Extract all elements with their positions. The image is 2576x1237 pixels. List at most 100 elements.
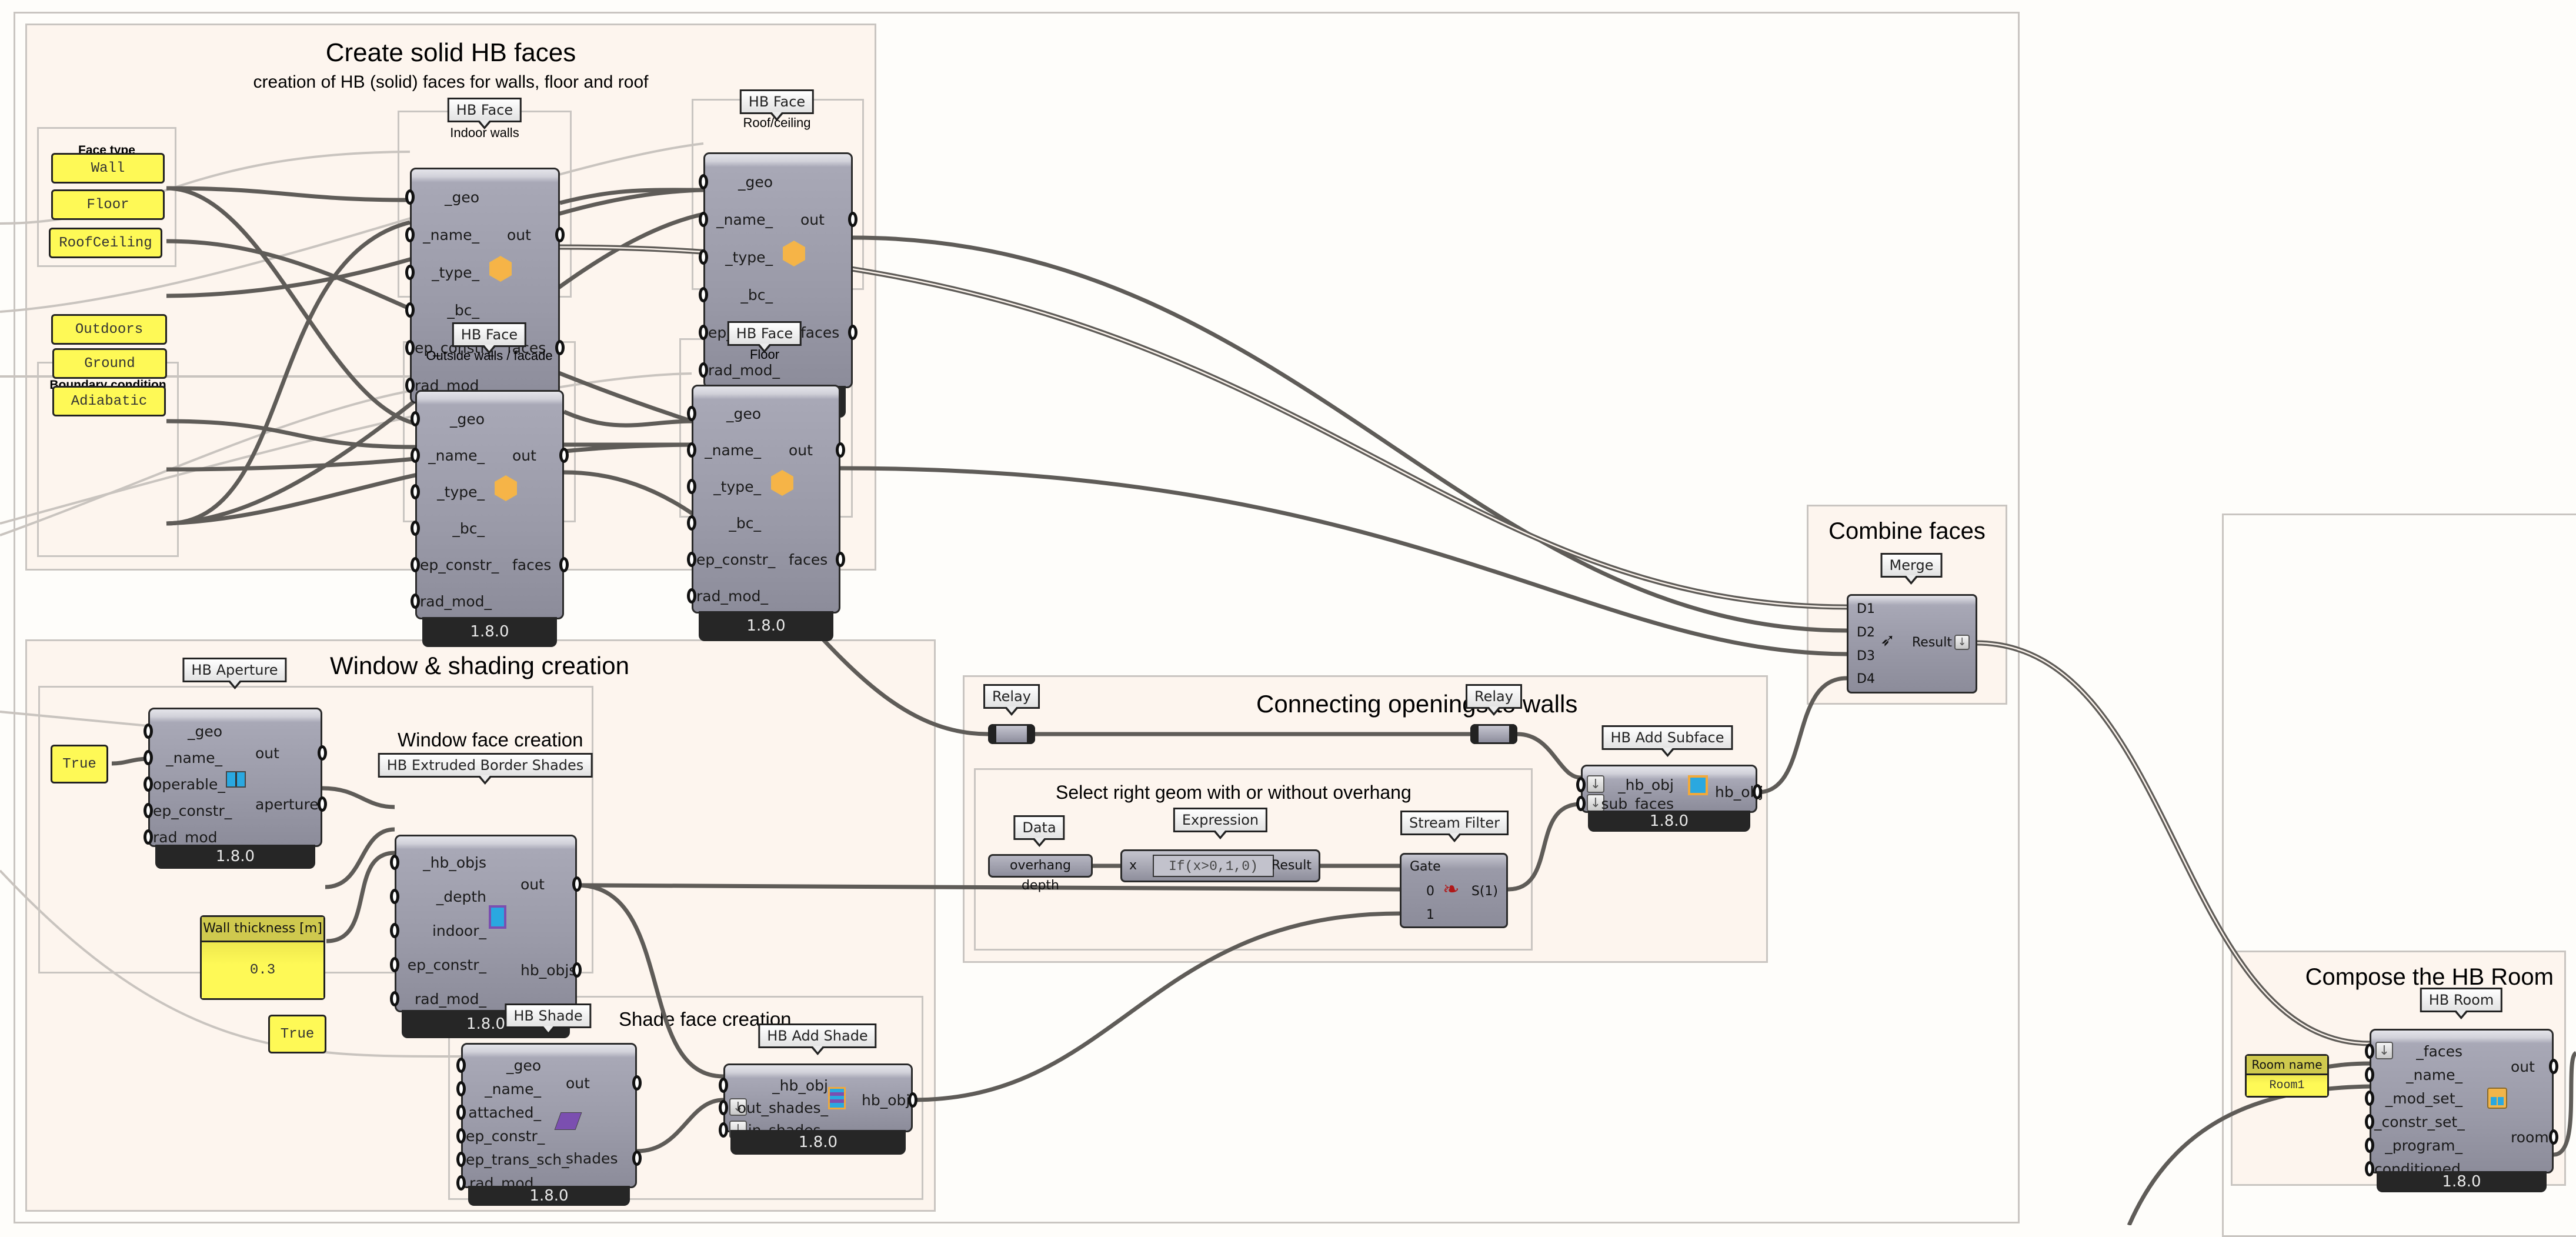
node-hb-shade[interactable]: _geo_name_attached_ep_constr_ep_trans_sc…: [456, 1043, 642, 1206]
input-grip[interactable]: [456, 1057, 466, 1073]
input-grip[interactable]: [699, 324, 708, 340]
input-grip[interactable]: [411, 520, 420, 536]
input-grip[interactable]: [456, 1151, 466, 1167]
panel-room-name[interactable]: Room name Room1: [2245, 1054, 2329, 1098]
flatten-arrow-icon[interactable]: ↓: [2375, 1041, 2393, 1059]
input-grip[interactable]: [2365, 1113, 2374, 1129]
output-grip[interactable]: [555, 226, 565, 242]
node-merge[interactable]: D1 D2 D3 D4 ➶ Result ↓: [1847, 594, 1977, 693]
input-grip[interactable]: [144, 776, 153, 792]
output-grip[interactable]: [848, 211, 857, 227]
input-grip[interactable]: [390, 956, 399, 972]
input-grip[interactable]: [390, 922, 399, 938]
input-grip[interactable]: [719, 1077, 728, 1093]
component-body[interactable]: [415, 390, 564, 619]
input-grip[interactable]: [2365, 1066, 2374, 1082]
input-grip[interactable]: [2365, 1161, 2374, 1176]
input-grip[interactable]: [144, 829, 153, 845]
node-hb-room[interactable]: ↓_faces_name__mod_set__constr_set__progr…: [2365, 1029, 2558, 1192]
relay-2[interactable]: [1470, 724, 1517, 744]
output-grip[interactable]: [836, 551, 845, 567]
input-grip[interactable]: [719, 1122, 728, 1138]
output-grip[interactable]: [555, 339, 565, 355]
output-grip[interactable]: [848, 324, 857, 340]
panel-ground[interactable]: Ground: [52, 348, 167, 379]
input-grip[interactable]: [699, 174, 708, 189]
node-expression[interactable]: x If(x>0,1,0) Result: [1120, 849, 1320, 882]
input-grip[interactable]: [411, 447, 420, 463]
input-grip[interactable]: [699, 249, 708, 265]
node-hb-face-indoor[interactable]: _geo_name__type__bc_ep_constr_rad_mod_ou…: [405, 168, 565, 432]
flatten-arrow-icon[interactable]: ↓: [1587, 793, 1604, 812]
input-grip[interactable]: [699, 286, 708, 302]
input-grip[interactable]: [411, 411, 420, 426]
panel-wall[interactable]: Wall: [51, 153, 165, 184]
input-grip[interactable]: [1576, 776, 1586, 792]
panel-indoor-true[interactable]: True: [268, 1015, 326, 1053]
input-grip[interactable]: [699, 211, 708, 227]
output-grip[interactable]: [836, 442, 845, 458]
output-grip[interactable]: [2549, 1129, 2558, 1145]
input-grip[interactable]: [687, 588, 696, 604]
input-grip[interactable]: [2365, 1043, 2374, 1059]
merge-flatten-icon[interactable]: ↓: [1954, 635, 1970, 650]
input-grip[interactable]: [390, 854, 399, 870]
panel-roofceiling[interactable]: RoofCeiling: [49, 228, 162, 258]
input-grip[interactable]: [687, 405, 696, 421]
input-grip[interactable]: [411, 556, 420, 572]
input-grip[interactable]: [2365, 1137, 2374, 1153]
flatten-arrow-icon[interactable]: ↓: [1587, 775, 1604, 793]
input-grip[interactable]: [719, 1099, 728, 1115]
input-grip[interactable]: [411, 484, 420, 499]
input-grip[interactable]: [456, 1104, 466, 1120]
input-grip[interactable]: [405, 377, 415, 393]
node-hb-face-floor[interactable]: _geo_name__type__bc_ep_constr_rad_mod_ou…: [687, 385, 845, 641]
component-body[interactable]: [410, 168, 560, 404]
output-grip[interactable]: [318, 796, 327, 812]
output-grip[interactable]: [572, 876, 582, 892]
input-grip[interactable]: [390, 888, 399, 904]
input-grip[interactable]: [405, 302, 415, 318]
component-body[interactable]: [703, 152, 853, 388]
output-grip[interactable]: [559, 556, 569, 572]
input-grip[interactable]: [405, 264, 415, 280]
input-grip[interactable]: [687, 478, 696, 494]
node-stream-filter[interactable]: Gate 0 1 ❧ S(1): [1400, 853, 1508, 928]
node-hb-aperture[interactable]: _geo_name_operable_ep_constr_rad_mod_out…: [144, 708, 327, 869]
input-grip[interactable]: [144, 750, 153, 765]
relay-1[interactable]: [988, 724, 1035, 744]
input-grip[interactable]: [405, 189, 415, 205]
flatten-arrow-icon[interactable]: ↓: [729, 1098, 747, 1116]
expression-formula-box[interactable]: If(x>0,1,0): [1153, 855, 1274, 877]
panel-wall-thickness[interactable]: Wall thickness [m] 0.3: [200, 915, 325, 1000]
output-grip[interactable]: [632, 1075, 642, 1091]
panel-operable-true[interactable]: True: [51, 745, 108, 783]
input-grip[interactable]: [405, 226, 415, 242]
panel-outdoors[interactable]: Outdoors: [51, 314, 167, 345]
input-grip[interactable]: [1576, 795, 1586, 811]
input-grip[interactable]: [405, 339, 415, 355]
output-grip[interactable]: [2549, 1059, 2558, 1074]
input-grip[interactable]: [456, 1128, 466, 1143]
input-grip[interactable]: [144, 803, 153, 818]
input-grip[interactable]: [2365, 1090, 2374, 1106]
node-hb-face-roof[interactable]: _geo_name__type__bc_ep_constr_rad_mod_ou…: [699, 152, 857, 418]
output-grip[interactable]: [908, 1092, 917, 1108]
input-grip[interactable]: [687, 551, 696, 567]
panel-floor[interactable]: Floor: [51, 189, 165, 220]
param-overhang-depth[interactable]: overhang depth: [988, 854, 1093, 893]
output-grip[interactable]: [572, 962, 582, 978]
input-grip[interactable]: [456, 1081, 466, 1096]
panel-wall-thickness-value[interactable]: 0.3: [202, 942, 323, 998]
input-grip[interactable]: [687, 442, 696, 458]
node-hb-face-outside[interactable]: _geo_name__type__bc_ep_constr_rad_mod_ou…: [411, 390, 569, 647]
input-grip[interactable]: [390, 991, 399, 1006]
component-body[interactable]: [692, 385, 840, 614]
node-hb-add-shade[interactable]: _hb_obj↓out_shades_↓in_shades_hb_obj1.8.…: [719, 1063, 917, 1155]
panel-adiabatic[interactable]: Adiabatic: [52, 386, 166, 416]
input-grip[interactable]: [687, 515, 696, 531]
output-grip[interactable]: [1753, 784, 1762, 799]
input-grip[interactable]: [144, 723, 153, 739]
